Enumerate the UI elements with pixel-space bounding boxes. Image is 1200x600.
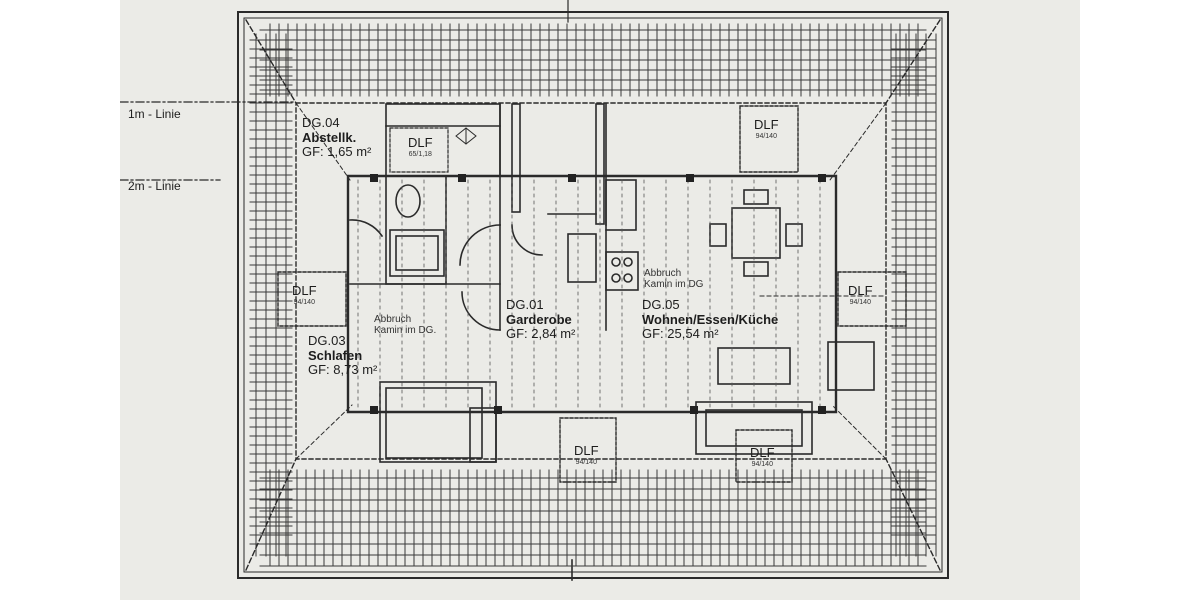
skylight-size: 94/140 — [849, 298, 871, 306]
dining-table — [731, 207, 781, 259]
skylight-size: 94/140 — [293, 298, 315, 306]
room-id: DG.01 — [506, 297, 544, 312]
room-area: GF: 2,84 m² — [506, 326, 576, 342]
diag-tl — [295, 102, 351, 181]
bed — [379, 381, 497, 463]
room-name: Wohnen/Essen/Küche — [642, 311, 779, 327]
fridge — [567, 233, 597, 283]
level-2m-label: 2m - Linie — [128, 179, 181, 193]
bed-inner — [385, 387, 483, 459]
room-dg03-label: DG.03 Schlafen GF: 8,73 m² — [308, 333, 378, 378]
room-area: GF: 8,73 m² — [308, 362, 378, 378]
note-chimney-bedroom: Abbruch Kamin im DG. — [374, 314, 436, 336]
storage-room-walls — [385, 103, 501, 177]
room-name: Schlafen — [308, 347, 363, 363]
skylight-size: 65/1,18 — [408, 150, 432, 158]
room-name: Abstellk. — [302, 129, 357, 145]
note-line: Abbruch — [644, 268, 682, 279]
floor-plan-drawing — [120, 0, 949, 581]
diag-bl — [295, 404, 353, 460]
diag-tr — [829, 102, 887, 181]
skylight-label-2: DLF 94/140 — [754, 117, 779, 140]
floor-plan-sheet: 1m - Linie 2m - Linie DG.04 Abstellk. GF… — [120, 0, 1080, 600]
room-dg01-label: DG.01 Garderobe GF: 2,84 m² — [506, 297, 576, 342]
shower-tray — [389, 229, 445, 277]
skylight-label-1: DLF 65/1,18 — [408, 135, 433, 158]
skylight-label-4: DLF 94/140 — [848, 283, 873, 306]
chair-2 — [743, 261, 769, 277]
chair-3 — [709, 223, 727, 247]
skylight-title: DLF — [754, 117, 779, 132]
skylight-box-2 — [739, 105, 799, 173]
skylight-label-5: DLF 94/140 — [574, 443, 599, 466]
hip-line-bl — [245, 458, 297, 571]
door-arc-3 — [511, 224, 543, 256]
skylight-title: DLF — [750, 445, 775, 460]
room-id: DG.03 — [308, 333, 346, 348]
door-arc-1 — [459, 224, 501, 266]
roof-ridge-line — [295, 102, 887, 460]
hip-line-tr — [885, 19, 941, 104]
diag-br — [831, 404, 887, 460]
hip-line-tl — [245, 19, 297, 104]
skylight-title: DLF — [408, 135, 433, 150]
knee-wall-outline — [346, 174, 838, 414]
room-dg04-label: DG.04 Abstellk. GF: 1,65 m² — [302, 115, 372, 160]
door-arc-2 — [461, 291, 501, 331]
shower-inner — [395, 235, 439, 271]
skylight-title: DLF — [292, 283, 317, 298]
room-area: GF: 1,65 m² — [302, 144, 372, 160]
skylight-box-4 — [837, 271, 907, 327]
room-id: DG.05 — [642, 297, 680, 312]
nightstand — [469, 407, 497, 463]
washbasin — [395, 184, 421, 218]
room-area: GF: 25,54 m² — [642, 326, 719, 342]
skylight-box-6 — [735, 429, 793, 483]
skylight-size: 94/140 — [755, 132, 777, 140]
chair-1 — [743, 189, 769, 205]
note-line: Abbruch — [374, 314, 412, 325]
chair-4 — [785, 223, 803, 247]
stair-rail — [511, 103, 521, 213]
bedroom-door-arc — [349, 219, 384, 238]
hip-line-br — [885, 458, 941, 571]
sofa-inner — [705, 409, 803, 447]
skylight-label-3: DLF 94/140 — [292, 283, 317, 306]
skylight-box-1 — [389, 127, 449, 173]
sofa — [695, 401, 813, 455]
room-dg05-label: DG.05 Wohnen/Essen/Küche GF: 25,54 m² — [642, 297, 779, 342]
skylight-title: DLF — [574, 443, 599, 458]
skylight-box-3 — [277, 271, 347, 327]
note-line: Kamin im DG — [644, 279, 704, 291]
kitchen-unit — [605, 179, 637, 231]
skylight-title: DLF — [848, 283, 873, 298]
note-chimney-living: Abbruch Kamin im DG — [644, 268, 703, 290]
room-name: Garderobe — [506, 311, 572, 327]
skylight-label-6: DLF 94/140 — [750, 445, 775, 468]
armchair — [827, 341, 875, 391]
room-id: DG.04 — [302, 115, 340, 130]
stair-rail-2 — [595, 103, 605, 225]
roof-outer-outline — [237, 11, 949, 579]
skylight-box-5 — [559, 417, 617, 483]
skylight-size: 94/140 — [575, 458, 597, 466]
note-line: Kamin im DG. — [374, 325, 437, 337]
skylight-size: 94/140 — [751, 460, 773, 468]
eaves-line — [243, 17, 943, 573]
level-1m-label: 1m - Linie — [128, 107, 181, 121]
